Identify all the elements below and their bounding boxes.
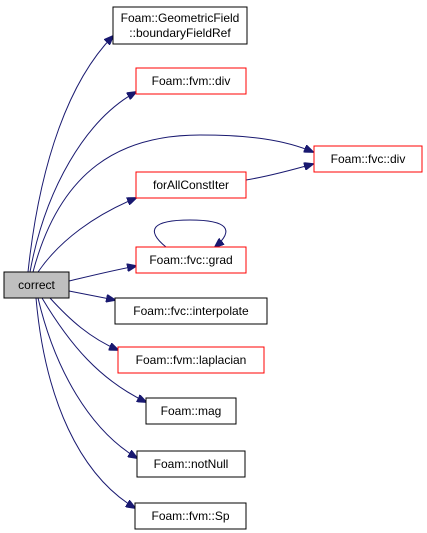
node-fvm-sp[interactable]: Foam::fvm::Sp bbox=[134, 502, 247, 530]
node-fvm-div-label: Foam::fvm::div bbox=[152, 74, 231, 88]
edge-correct-fvc-div bbox=[32, 134, 313, 273]
node-fvc-div[interactable]: Foam::fvc::div bbox=[313, 145, 423, 173]
node-geometric-field-line2: ::boundaryFieldRef bbox=[129, 26, 231, 40]
node-mag-label: Foam::mag bbox=[161, 404, 222, 418]
node-geometric-field-line1: Foam::GeometricField bbox=[121, 11, 240, 25]
node-fvc-div-label: Foam::fvc::div bbox=[331, 152, 406, 166]
edge-for-all-const-iter-fvc-div bbox=[245, 164, 313, 181]
edge-correct-geometric-field bbox=[27, 36, 113, 273]
node-geometric-field[interactable]: Foam::GeometricField ::boundaryFieldRef bbox=[112, 6, 248, 45]
node-not-null[interactable]: Foam::notNull bbox=[136, 450, 246, 478]
node-for-all-const-iter-label: forAllConstIter bbox=[153, 178, 229, 192]
node-fvm-laplacian-label: Foam::fvm::laplacian bbox=[136, 353, 247, 367]
node-fvm-sp-label: Foam::fvm::Sp bbox=[151, 509, 229, 523]
node-mag[interactable]: Foam::mag bbox=[145, 397, 237, 425]
edge-correct-fvc-grad bbox=[68, 266, 136, 282]
edge-correct-not-null bbox=[37, 297, 137, 458]
node-fvc-interpolate-label: Foam::fvc::interpolate bbox=[133, 304, 249, 318]
node-not-null-label: Foam::notNull bbox=[154, 457, 229, 471]
node-fvc-grad-label: Foam::fvc::grad bbox=[149, 253, 232, 267]
node-fvc-grad[interactable]: Foam::fvc::grad bbox=[135, 246, 247, 274]
edge-fvc-grad-self bbox=[153, 219, 227, 247]
edge-correct-fvm-sp bbox=[35, 297, 135, 508]
edge-correct-fvm-div bbox=[29, 92, 136, 273]
node-correct-label: correct bbox=[18, 278, 55, 292]
edge-correct-fvc-interpolate bbox=[68, 290, 115, 300]
node-fvm-div[interactable]: Foam::fvm::div bbox=[135, 67, 247, 95]
edge-correct-for-all-const-iter bbox=[37, 198, 136, 273]
edge-correct-fvm-laplacian bbox=[49, 297, 118, 350]
node-for-all-const-iter[interactable]: forAllConstIter bbox=[135, 171, 247, 199]
node-fvm-laplacian[interactable]: Foam::fvm::laplacian bbox=[117, 346, 265, 374]
edge-correct-mag bbox=[41, 297, 146, 402]
node-correct[interactable]: correct bbox=[3, 271, 70, 299]
node-fvc-interpolate[interactable]: Foam::fvc::interpolate bbox=[114, 297, 268, 325]
